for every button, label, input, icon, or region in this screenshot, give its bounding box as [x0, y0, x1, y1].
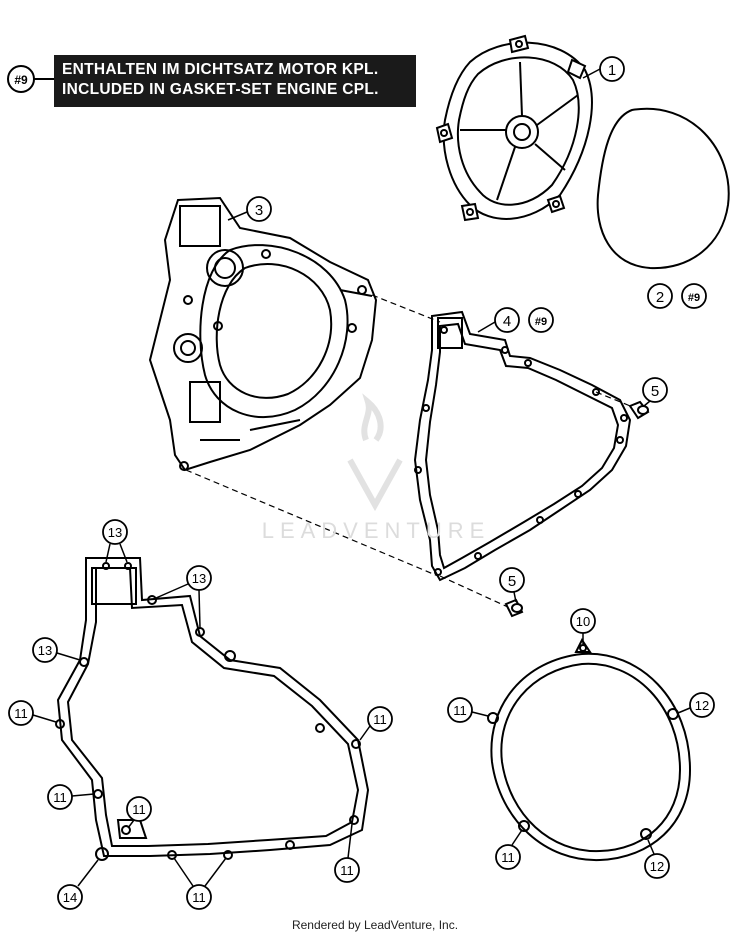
note-line-german: ENTHALTEN IM DICHTSATZ MOTOR KPL.: [62, 61, 379, 78]
note-tag-9: #9: [7, 65, 54, 93]
watermark-text: LEADVENTURE: [261, 518, 491, 543]
svg-text:12: 12: [650, 859, 664, 874]
svg-text:11: 11: [53, 790, 67, 805]
part-1-outer-cover: [435, 34, 593, 222]
footer-credit: Rendered by LeadVenture, Inc.: [291, 918, 459, 932]
callout-13-top: 13: [102, 519, 128, 545]
svg-text:#9: #9: [14, 73, 28, 87]
callout-2-tag: #9: [681, 283, 707, 309]
callout-12-lower: 12: [644, 853, 670, 879]
part-crankcase-gasket: [55, 557, 370, 861]
svg-text:13: 13: [108, 525, 122, 540]
callout-14: 14: [57, 884, 83, 910]
part-clutch-gasket: [487, 638, 692, 862]
part-5-dowel-lower: [504, 598, 524, 618]
svg-text:11: 11: [453, 703, 467, 718]
part-3-inner-cover: [148, 196, 378, 472]
callout-13-right: 13: [186, 565, 212, 591]
callout-2: 2: [647, 283, 673, 309]
svg-text:1: 1: [608, 62, 616, 79]
watermark-logo-icon: [347, 393, 403, 512]
svg-text:11: 11: [340, 863, 354, 878]
callout-11-clutch-bottom: 11: [495, 844, 521, 870]
note-line-english: INCLUDED IN GASKET-SET ENGINE CPL.: [62, 81, 379, 98]
svg-text:11: 11: [501, 850, 515, 865]
callout-10: 10: [570, 608, 596, 634]
svg-text:12: 12: [695, 698, 709, 713]
svg-text:5: 5: [508, 573, 516, 590]
callout-4: 4: [494, 307, 520, 333]
callout-12-upper: 12: [689, 692, 715, 718]
part-5-dowel-upper: [628, 400, 650, 420]
callout-11-clutch-left: 11: [447, 697, 473, 723]
callout-13-left: 13: [32, 637, 58, 663]
callouts: 1 2 #9 3 4 #9 5 5 10 11 11 12 12 13 13 1…: [8, 56, 715, 910]
callout-3: 3: [246, 196, 272, 222]
callout-4-tag: #9: [528, 307, 554, 333]
callout-11-left: 11: [8, 700, 34, 726]
callout-11-inner: 11: [126, 796, 152, 822]
svg-text:11: 11: [192, 890, 206, 905]
callout-11-right-upper: 11: [367, 706, 393, 732]
callout-5-upper: 5: [642, 377, 668, 403]
svg-text:13: 13: [38, 643, 52, 658]
callout-11-right-lower: 11: [334, 857, 360, 883]
svg-text:5: 5: [651, 383, 659, 400]
svg-text:#9: #9: [535, 316, 547, 328]
svg-text:11: 11: [132, 802, 146, 817]
gasket-set-note: ENTHALTEN IM DICHTSATZ MOTOR KPL. INCLUD…: [54, 55, 416, 107]
svg-text:#9: #9: [688, 292, 700, 304]
svg-text:13: 13: [192, 571, 206, 586]
svg-text:2: 2: [656, 289, 664, 306]
svg-text:10: 10: [576, 614, 590, 629]
part-2-o-ring: [596, 107, 730, 270]
callout-5-lower: 5: [499, 567, 525, 593]
callout-11-bottom: 11: [186, 884, 212, 910]
svg-text:14: 14: [63, 890, 77, 905]
callout-1: 1: [599, 56, 625, 82]
svg-text:11: 11: [373, 712, 387, 727]
svg-text:3: 3: [255, 202, 263, 219]
part-4-cover-gasket: [413, 310, 632, 582]
leader-lines: [185, 294, 641, 609]
svg-text:4: 4: [503, 313, 511, 330]
svg-text:11: 11: [14, 706, 28, 721]
callout-11-mid-left: 11: [47, 784, 73, 810]
